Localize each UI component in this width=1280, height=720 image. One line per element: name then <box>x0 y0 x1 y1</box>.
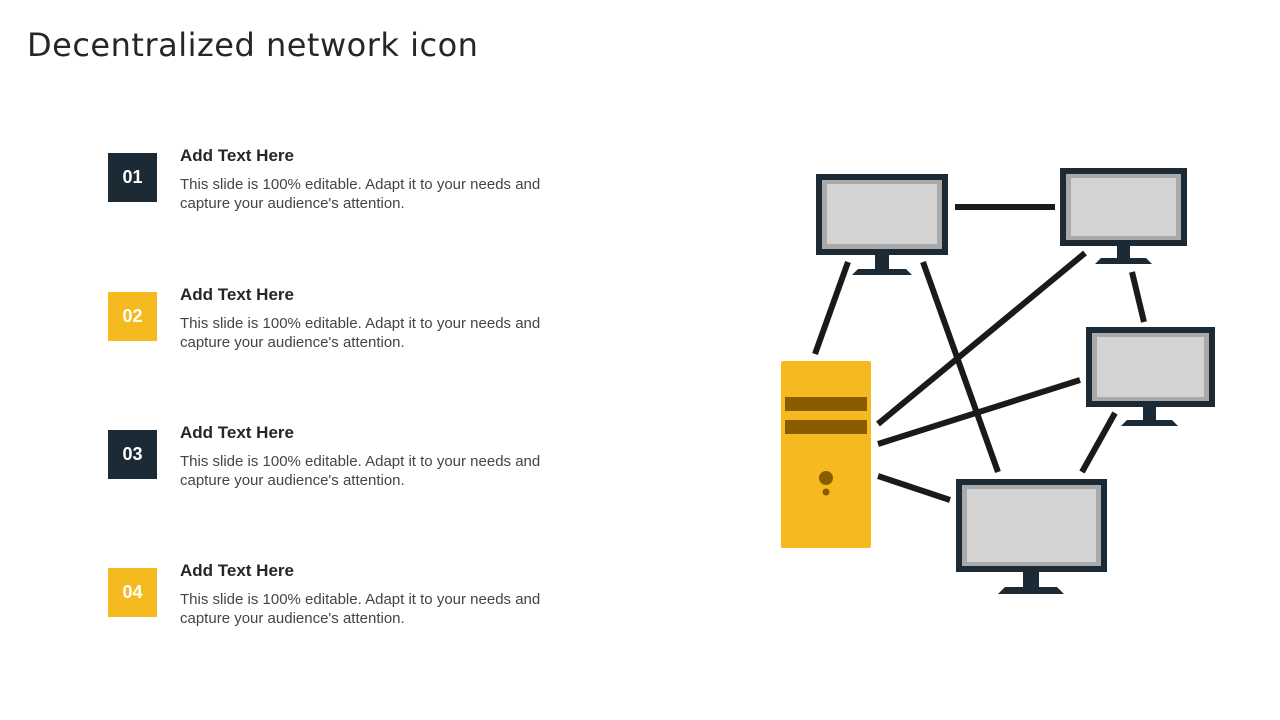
connection-line <box>920 260 1001 474</box>
item-body-01: This slide is 100% editable. Adapt it to… <box>180 176 541 212</box>
number-badge-01: 01 <box>108 153 157 202</box>
item-heading-04: Add Text Here <box>180 561 294 580</box>
connection-line <box>1129 271 1147 323</box>
network-connections <box>812 204 1147 503</box>
monitor-icon <box>956 479 1107 594</box>
item-body-04: This slide is 100% editable. Adapt it to… <box>180 591 541 627</box>
monitor-icon <box>816 174 948 275</box>
connection-line <box>1079 411 1118 474</box>
connection-line <box>876 250 1087 427</box>
connection-line <box>877 473 951 503</box>
list-item-02: 02 Add Text Here This slide is 100% edit… <box>108 285 588 372</box>
monitor-icon <box>1086 327 1215 426</box>
item-heading-01: Add Text Here <box>180 146 294 165</box>
item-body-03: This slide is 100% editable. Adapt it to… <box>180 453 541 489</box>
list-item-03: 03 Add Text Here This slide is 100% edit… <box>108 423 588 510</box>
slide-title: Decentralized network icon <box>27 26 479 64</box>
number-badge-02: 02 <box>108 292 157 341</box>
item-body-02: This slide is 100% editable. Adapt it to… <box>180 315 541 351</box>
item-heading-02: Add Text Here <box>180 285 294 304</box>
decentralized-network-icon <box>781 168 1215 594</box>
list-item-04: 04 Add Text Here This slide is 100% edit… <box>108 561 588 648</box>
monitor-icon <box>1060 168 1187 264</box>
item-heading-03: Add Text Here <box>180 423 294 442</box>
list-item-01: 01 Add Text Here This slide is 100% edit… <box>108 146 588 233</box>
connection-line <box>877 377 1081 447</box>
server-tower-icon <box>781 361 871 548</box>
connection-line <box>812 260 851 356</box>
number-badge-03: 03 <box>108 430 157 479</box>
number-badge-04: 04 <box>108 568 157 617</box>
